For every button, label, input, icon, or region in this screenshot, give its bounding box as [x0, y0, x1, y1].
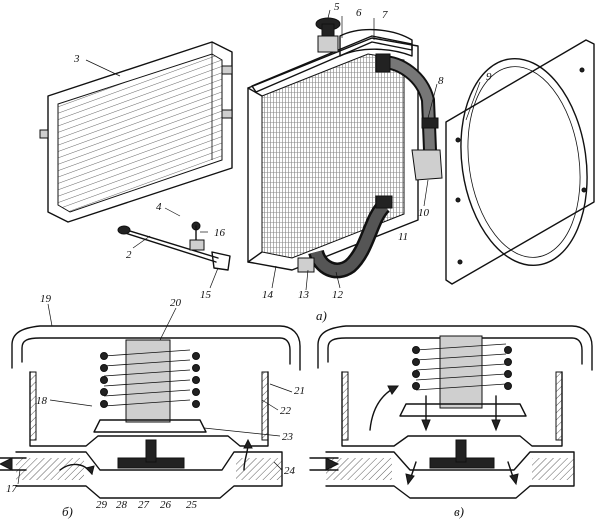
label-13: 13	[298, 289, 310, 301]
label-5: 5	[334, 1, 340, 13]
view-label-b: б)	[62, 504, 73, 519]
label-15: 15	[200, 289, 212, 301]
grille-panel	[39, 41, 233, 223]
leader-lines	[17, 9, 481, 485]
label-29: 29	[96, 499, 108, 511]
label-17: 17	[6, 483, 18, 495]
label-20: 20	[170, 297, 182, 309]
view-label-a: а)	[316, 308, 327, 323]
label-23: 23	[282, 431, 294, 443]
label-9: 9	[486, 71, 492, 83]
cap-section-b	[0, 325, 301, 499]
label-25: 25	[186, 499, 198, 511]
label-18: 18	[36, 395, 48, 407]
upper-hose	[375, 53, 443, 181]
label-4: 4	[156, 201, 162, 213]
label-6: 6	[356, 7, 362, 19]
view-label-v: в)	[454, 504, 464, 519]
label-22: 22	[280, 405, 292, 417]
label-12: 12	[332, 289, 344, 301]
label-2: 2	[126, 249, 132, 261]
label-28: 28	[116, 499, 128, 511]
label-14: 14	[262, 289, 274, 301]
label-3: 3	[73, 53, 80, 65]
label-24: 24	[284, 465, 296, 477]
label-27: 27	[138, 499, 150, 511]
part-labels: 3 4 2 5 6 7 8 9 10 11 12 13 14 15 16 17 …	[6, 1, 492, 519]
label-8: 8	[438, 75, 444, 87]
drain-rod	[117, 221, 231, 271]
radiator-core	[247, 17, 419, 271]
label-21: 21	[294, 385, 305, 397]
label-19: 19	[40, 293, 52, 305]
label-16: 16	[214, 227, 226, 239]
fan-shroud	[445, 39, 595, 285]
label-26: 26	[160, 499, 172, 511]
label-7: 7	[382, 9, 388, 21]
label-10: 10	[418, 207, 430, 219]
lower-hose	[297, 195, 393, 279]
cap-section-v	[309, 325, 593, 499]
label-11: 11	[398, 231, 408, 243]
